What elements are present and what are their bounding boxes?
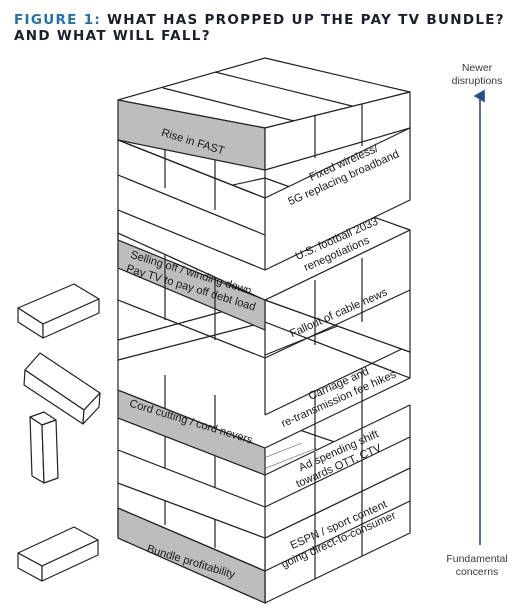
axis-top-line-2: disruptions: [452, 75, 503, 87]
fallen-block-4: [17, 526, 99, 582]
axis-bottom-line-2: concerns: [456, 566, 499, 578]
axis-top-line-1: Newer: [462, 62, 493, 74]
figure-title-line-1: WHAT HAS PROPPED UP THE PAY TV BUNDLE?: [101, 12, 505, 28]
fallen-block-3: [29, 411, 59, 484]
fallen-block-1: [17, 283, 100, 339]
tower-top: [117, 57, 411, 271]
fallen-block-2: [23, 352, 101, 425]
tower-layer-2: [117, 321, 411, 539]
figure-title: FIGURE 1: WHAT HAS PROPPED UP THE PAY TV…: [14, 12, 514, 44]
axis-bottom-line-1: Fundamental: [446, 553, 507, 565]
figure-title-line-2: AND WHAT WILL FALL?: [14, 28, 211, 44]
figure-number: FIGURE 1:: [14, 12, 102, 28]
